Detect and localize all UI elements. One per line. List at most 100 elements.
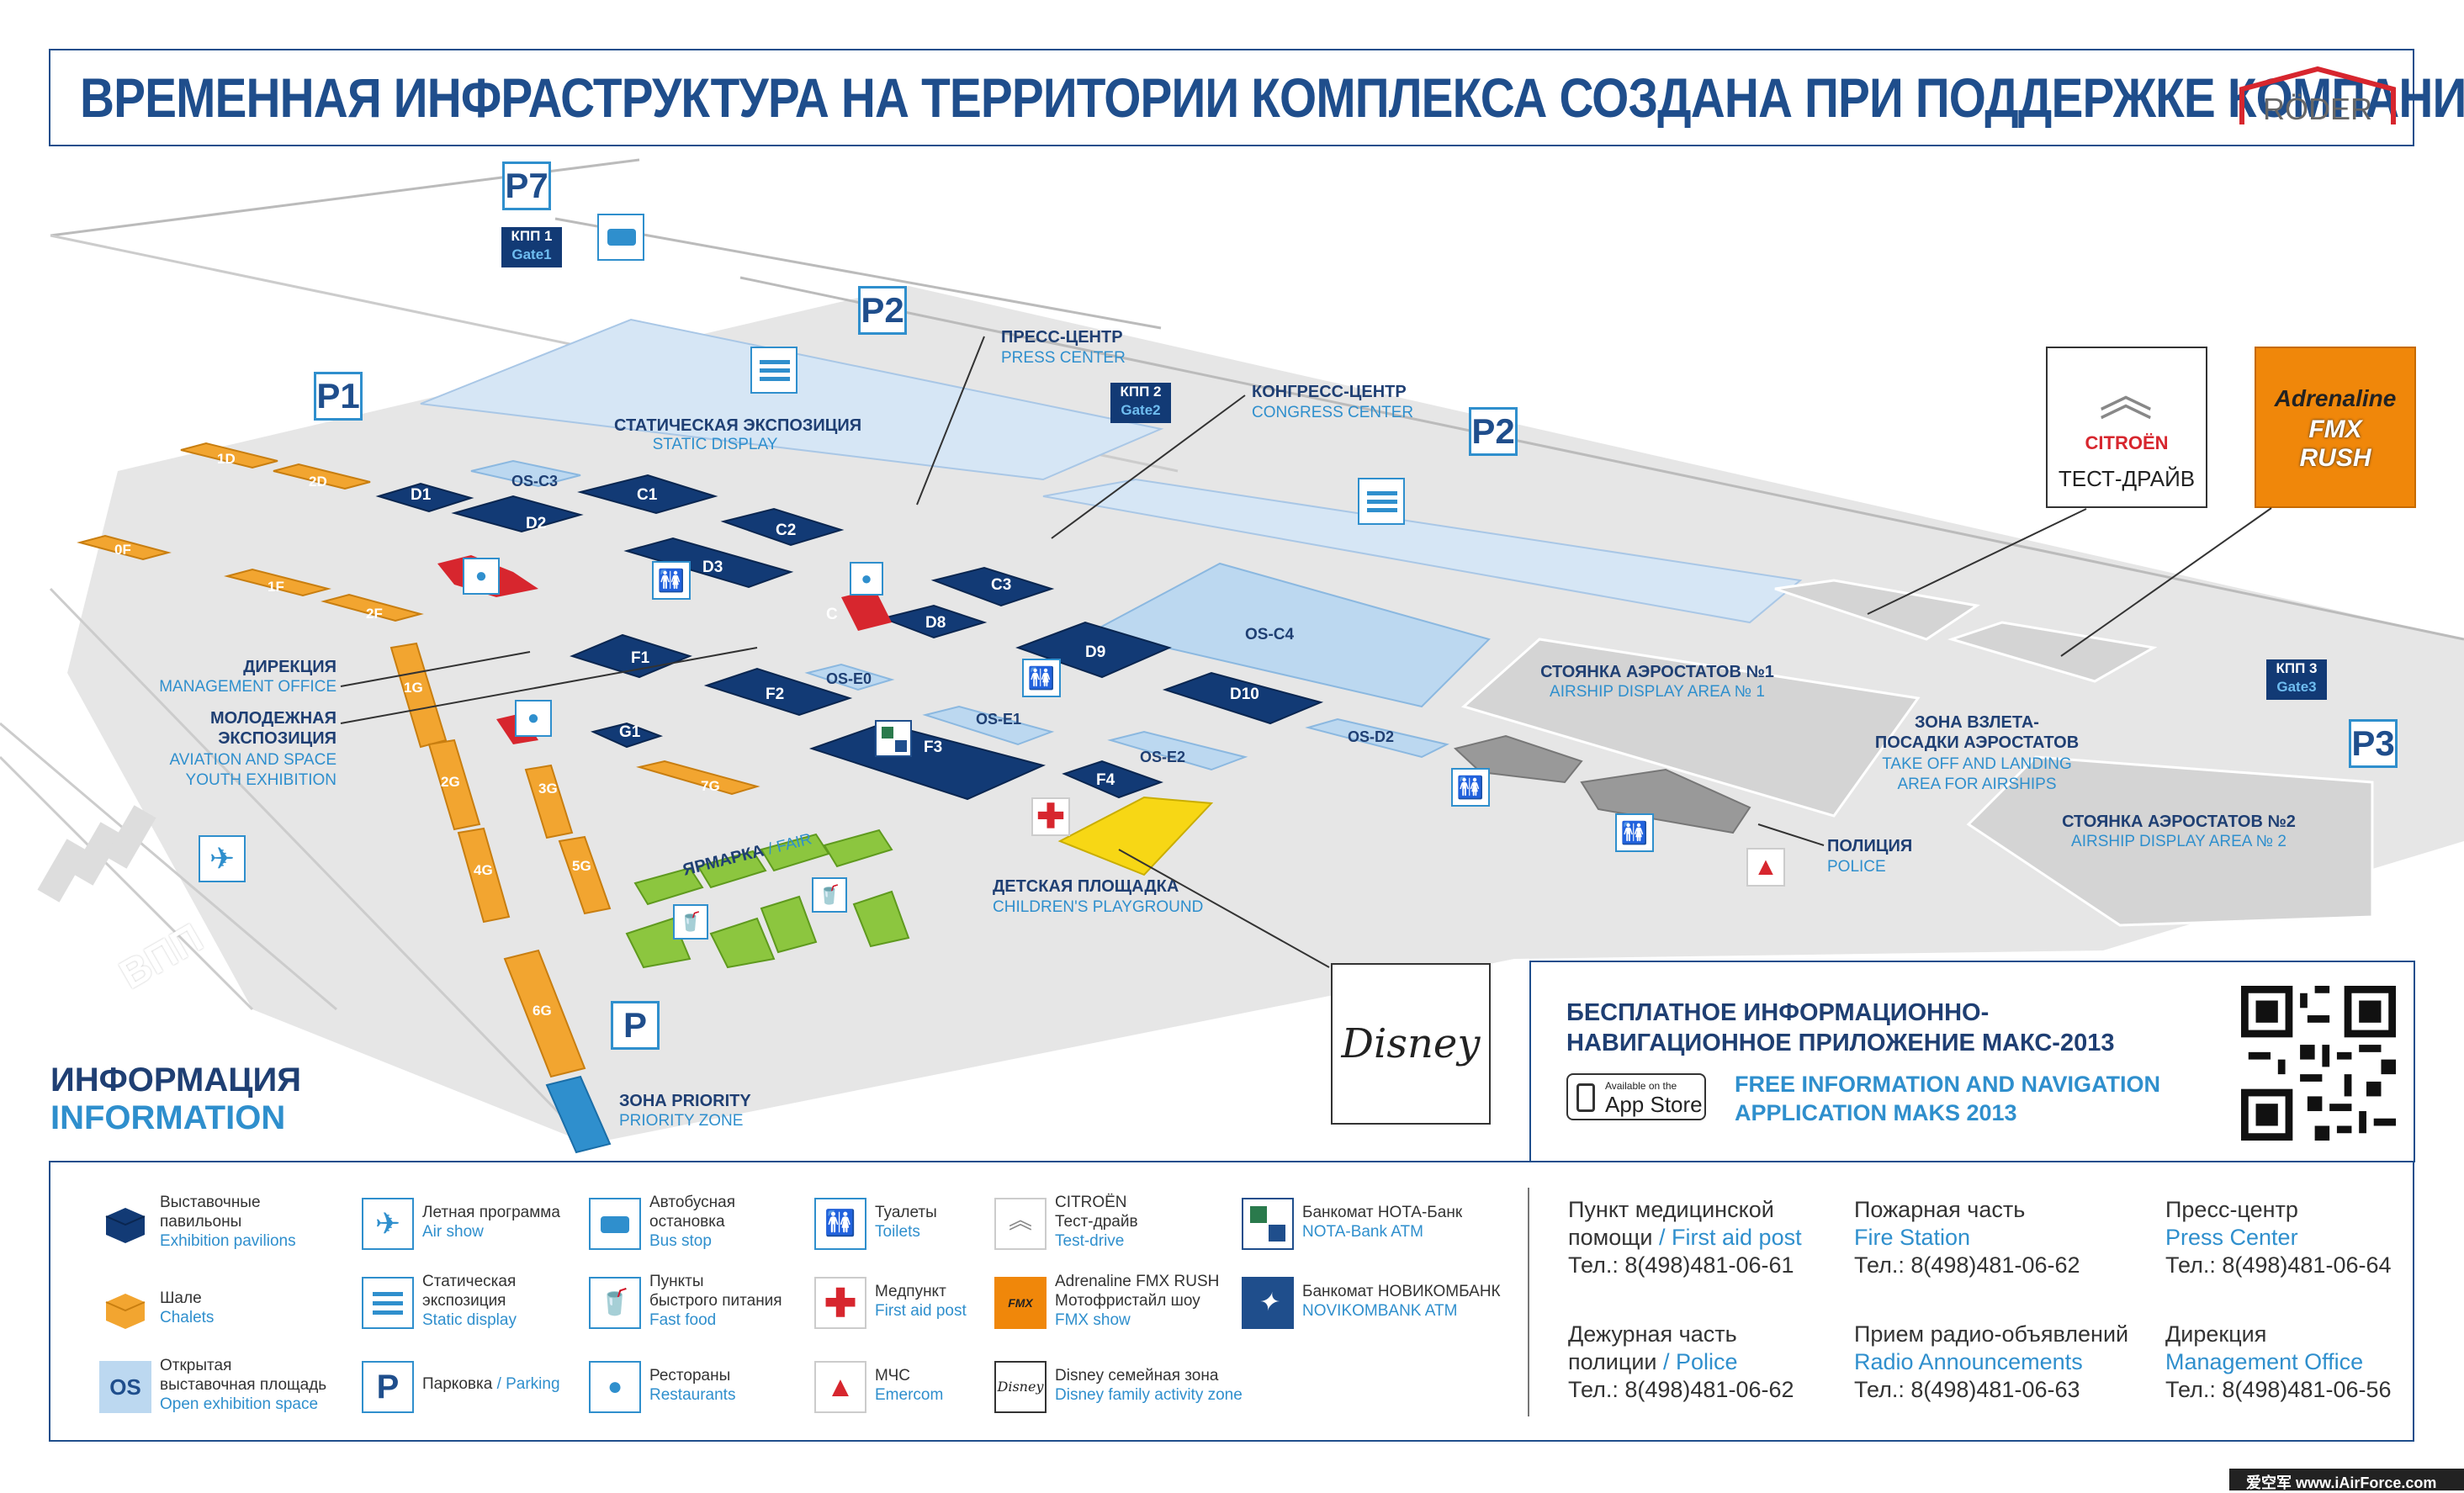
legend-chalets-ru: Шале	[160, 1289, 202, 1307]
phone-icon	[1576, 1083, 1595, 1112]
info-heading: ИНФОРМАЦИЯ INFORMATION	[50, 1062, 301, 1137]
legend-parking: P Парковка / Parking	[362, 1356, 580, 1415]
toilets-legend-icon: 🚻	[814, 1198, 866, 1250]
qr-code[interactable]	[2241, 986, 2396, 1141]
legend-open-ru2: выставочная площадь	[160, 1376, 327, 1394]
contact-press-ru1: Пресс-центр	[2165, 1197, 2298, 1222]
legend-citroen-l1: CITROËN	[1055, 1194, 1127, 1211]
legend-bus-ru1: Автобусная	[649, 1194, 736, 1211]
contact-police-tel: Тел.: 8(498)481-06-62	[1568, 1377, 1794, 1402]
legend-novikom-ru: Банкомат НОВИКОМБАНК	[1302, 1283, 1501, 1300]
contact-radio: Прием радио-объявлений Radio Announcemen…	[1854, 1321, 2140, 1404]
contact-management: Дирекция Management Office Тел.: 8(498)4…	[2165, 1321, 2451, 1404]
info-heading-ru: ИНФОРМАЦИЯ	[50, 1062, 301, 1099]
app-store-badge[interactable]: Available on the App Store	[1566, 1073, 1706, 1120]
pavilion-blocks	[375, 474, 1324, 801]
contact-police-ru2: полиции	[1568, 1349, 1657, 1374]
bus-legend-icon	[589, 1198, 641, 1250]
fast-food-legend-icon: 🥤	[589, 1277, 641, 1329]
legend-toilets-en: Toilets	[875, 1223, 920, 1241]
first-aid-legend-icon: ✚	[814, 1277, 866, 1329]
legend-restaurants-ru: Рестораны	[649, 1367, 731, 1384]
contact-fire-tel: Тел.: 8(498)481-06-62	[1854, 1252, 2080, 1278]
fmx-legend-icon: FMX	[994, 1277, 1047, 1329]
contact-press-tel: Тел.: 8(498)481-06-64	[2165, 1252, 2392, 1278]
contact-first-aid-ru1: Пункт медицинской	[1568, 1197, 1774, 1222]
footer-watermark-text: 爱空军 www.iAirForce.com	[2246, 1474, 2437, 1491]
legend-disney-ru: Disney семейная зона	[1055, 1367, 1219, 1384]
legend-firstaid-ru: Медпункт	[875, 1283, 946, 1300]
contact-first-aid-tel: Тел.: 8(498)481-06-61	[1568, 1252, 1794, 1278]
contact-management-ru1: Дирекция	[2165, 1321, 2267, 1347]
legend-fmx-l1: Adrenaline FMX RUSH	[1055, 1273, 1220, 1290]
contact-press-en: Press Center	[2165, 1225, 2298, 1250]
legend-novikom-atm: ✦ Банкомат НОВИКОМБАНК NOVIKOMBANK ATM	[1242, 1272, 1501, 1331]
contact-fire-en: Fire Station	[1854, 1225, 1971, 1250]
legend-fmx-en: FMX show	[1055, 1311, 1131, 1329]
legend-open-ru1: Открытая	[160, 1357, 232, 1374]
contact-police: Дежурная часть полиции / Police Тел.: 8(…	[1568, 1321, 1854, 1404]
contact-first-aid-ru2: помощи	[1568, 1225, 1653, 1250]
legend-airshow-ru: Летная программа	[422, 1204, 560, 1221]
airship-area-1	[1460, 638, 1921, 818]
contact-radio-tel: Тел.: 8(498)481-06-63	[1854, 1377, 2080, 1402]
legend-citroen-en: Test-drive	[1055, 1232, 1125, 1250]
open-space-icon: OS	[99, 1361, 151, 1413]
static-display-legend-icon	[362, 1277, 414, 1329]
legend-fastfood-ru2: быстрого питания	[649, 1292, 782, 1310]
legend-fastfood-en: Fast food	[649, 1311, 717, 1329]
legend-pavilions-ru1: Выставочные	[160, 1194, 261, 1211]
roder-logo-text: RÖDER	[2263, 92, 2372, 126]
header-title: ВРЕМЕННАЯ ИНФРАСТРУКТУРА НА ТЕРРИТОРИИ К…	[80, 66, 2464, 129]
contact-press-center: Пресс-центр Press Center Тел.: 8(498)481…	[2165, 1196, 2451, 1279]
contact-radio-en: Radio Announcements	[1854, 1349, 2083, 1374]
playground-area	[1057, 796, 1214, 876]
legend-static-ru2: экспозиция	[422, 1292, 506, 1310]
legend-pavilions-ru2: павильоны	[160, 1213, 242, 1231]
legend-restaurants-en: Restaurants	[649, 1386, 736, 1404]
legend-bus-en: Bus stop	[649, 1232, 712, 1250]
legend-parking-en: / Parking	[496, 1375, 560, 1393]
legend-novikom-en: NOVIKOMBANK ATM	[1302, 1302, 1458, 1320]
contact-police-en: / Police	[1663, 1349, 1738, 1374]
header-banner: ВРЕМЕННАЯ ИНФРАСТРУКТУРА НА ТЕРРИТОРИИ К…	[49, 49, 2464, 146]
legend-bus-ru2: остановка	[649, 1213, 725, 1231]
contact-first-aid: Пункт медицинской помощи / First aid pos…	[1568, 1196, 1854, 1279]
legend-parking-ru: Парковка	[422, 1375, 493, 1393]
pavilion-icon	[105, 1208, 146, 1243]
legend-open-en: Open exhibition space	[160, 1395, 319, 1413]
legend-static-ru1: Статическая	[422, 1273, 517, 1290]
fair-blocks	[625, 829, 910, 969]
contacts-divider	[1528, 1188, 1529, 1416]
priority-zone	[545, 1075, 612, 1154]
legend-toilets-ru: Туалеты	[875, 1204, 937, 1221]
novikom-atm-legend-icon: ✦	[1242, 1277, 1294, 1329]
contact-radio-ru1: Прием радио-объявлений	[1854, 1321, 2129, 1347]
parking-legend-icon: P	[362, 1361, 414, 1413]
contact-fire-station: Пожарная часть Fire Station Тел.: 8(498)…	[1854, 1196, 2140, 1279]
roder-logo: RÖDER	[2239, 66, 2396, 126]
restaurant-legend-icon: ●	[589, 1361, 641, 1413]
legend-pavilions-en: Exhibition pavilions	[160, 1232, 296, 1250]
disney-legend-icon: Disney	[994, 1361, 1047, 1413]
app-title-ru: БЕСПЛАТНОЕ ИНФОРМАЦИОННО-НАВИГАЦИОННОЕ П…	[1566, 999, 2115, 1056]
legend-airshow-en: Air show	[422, 1223, 484, 1241]
contact-fire-ru1: Пожарная часть	[1854, 1197, 2026, 1222]
footer-watermark: 爱空军 www.iAirForce.com	[2229, 1469, 2464, 1491]
airship-area-2	[1966, 755, 2374, 927]
app-store-small-text: Available on the	[1605, 1080, 1677, 1092]
app-store-big-text: App Store	[1605, 1092, 1703, 1117]
